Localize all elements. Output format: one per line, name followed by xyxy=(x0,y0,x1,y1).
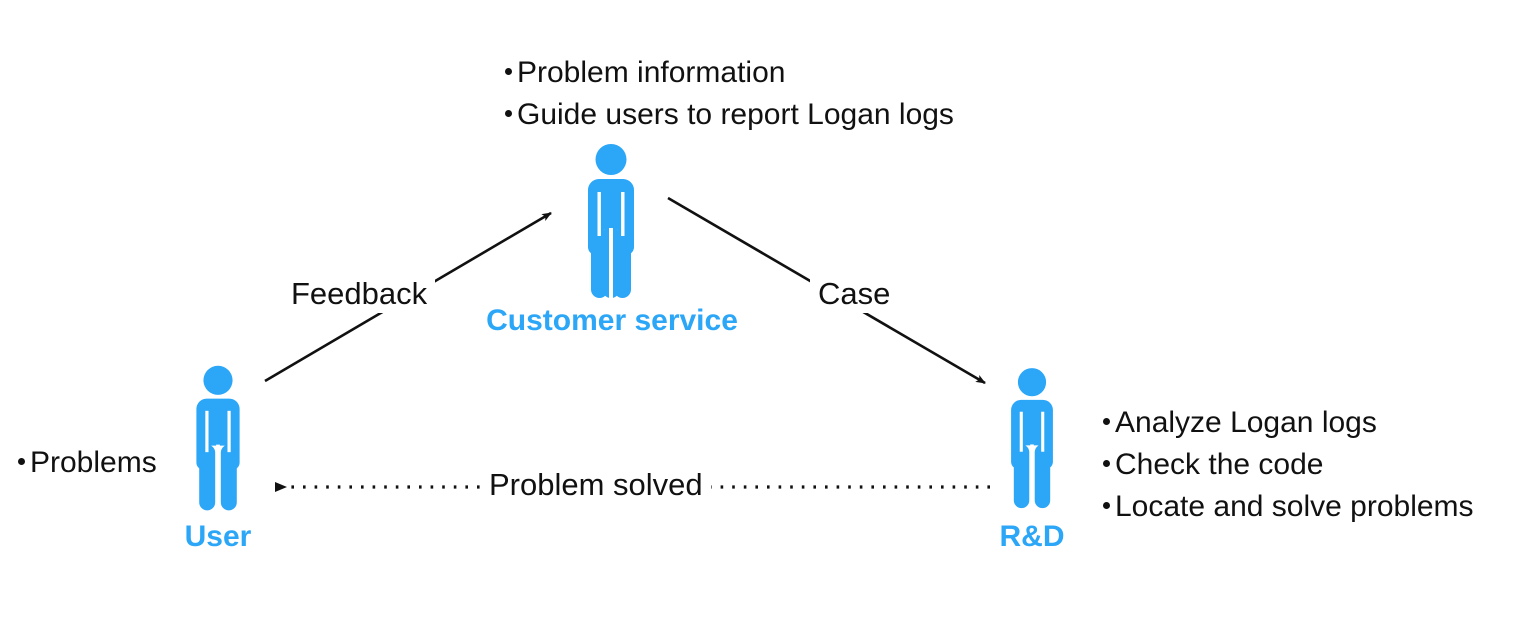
bullet-text: Problems xyxy=(30,446,157,479)
node-label-rnd: R&D xyxy=(999,520,1065,553)
bullet-dot-icon xyxy=(1103,501,1110,509)
list-item: Problem information xyxy=(505,52,954,94)
node-label-user: User xyxy=(184,520,252,553)
customer-service-bullets: Problem information Guide users to repor… xyxy=(505,52,954,136)
list-item: Analyze Logan logs xyxy=(1103,402,1474,444)
edge-label-case: Case xyxy=(810,275,899,313)
bullet-text: Problem information xyxy=(517,56,786,89)
node-label-customer-service: Customer service xyxy=(486,304,738,337)
list-item: Problems xyxy=(18,442,157,484)
list-item: Check the code xyxy=(1103,444,1474,486)
person-icon-user xyxy=(187,363,249,515)
person-icon-customer-service xyxy=(578,144,644,300)
list-item: Locate and solve problems xyxy=(1103,486,1474,528)
bullet-dot-icon xyxy=(1103,417,1110,425)
person-icon-rnd xyxy=(1002,363,1062,515)
bullet-dot-icon xyxy=(1103,459,1110,467)
user-bullets: Problems xyxy=(18,442,157,484)
bullet-text: Locate and solve problems xyxy=(1115,490,1474,523)
edge-label-problem-solved: Problem solved xyxy=(481,466,711,504)
rnd-bullets: Analyze Logan logs Check the code Locate… xyxy=(1103,402,1474,528)
bullet-dot-icon xyxy=(505,109,512,117)
edge-label-feedback: Feedback xyxy=(283,275,436,313)
bullet-text: Guide users to report Logan logs xyxy=(517,98,954,131)
bullet-dot-icon xyxy=(18,457,25,465)
bullet-text: Check the code xyxy=(1115,448,1324,481)
bullet-dot-icon xyxy=(505,67,512,75)
bullet-text: Analyze Logan logs xyxy=(1115,406,1377,439)
list-item: Guide users to report Logan logs xyxy=(505,94,954,136)
